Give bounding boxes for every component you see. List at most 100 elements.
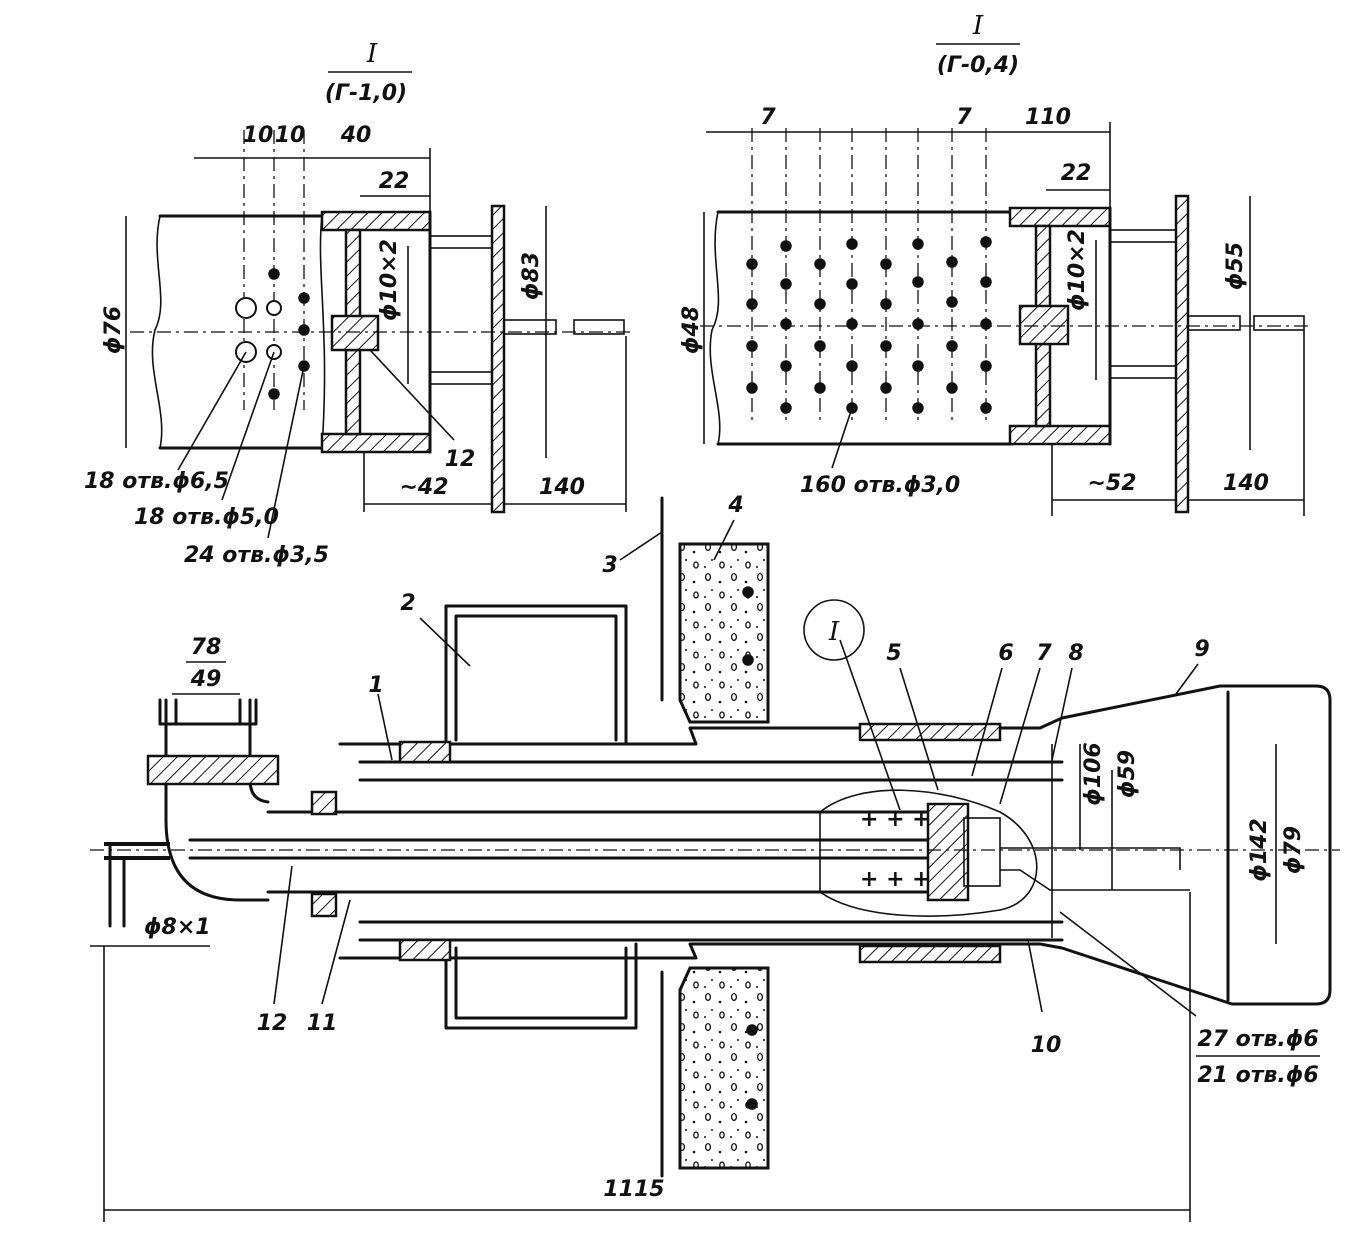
leader-11 [321, 899, 351, 1005]
g04-rod-top [1109, 229, 1177, 243]
g04-inner-wall-bottom [1034, 342, 1052, 428]
g10-cap-bottom [320, 432, 432, 454]
callout-11: 11 [307, 1011, 338, 1036]
g10-dim-slot: ϕ10×2 [377, 239, 402, 321]
gland-bottom [398, 938, 452, 962]
anchor-mark [742, 586, 754, 598]
g10-model-label: (Г-1,0) [325, 81, 407, 106]
g10-leader-12 [369, 349, 455, 441]
leader-4 [713, 519, 735, 561]
dim-142: ϕ142 [1247, 818, 1272, 881]
g04-hole-grid [746, 236, 992, 414]
leader-2 [419, 617, 471, 667]
g10-rod-top [429, 235, 493, 249]
anchor-mark [742, 654, 754, 666]
leader-12 [273, 865, 293, 1005]
g04-cap-top [1008, 206, 1112, 228]
g04-dim-110: 110 [1025, 105, 1071, 130]
g04-dim-52: ~52 [1087, 471, 1136, 496]
callout-3: 3 [602, 553, 617, 578]
nozzle-dim-denominator: 49 [190, 667, 222, 692]
dim-106: ϕ106 [1081, 742, 1106, 805]
g10-hole-small [268, 268, 280, 280]
nozzle-holder [926, 802, 970, 902]
outer-casing [338, 684, 1332, 1006]
ignition-line [1000, 869, 1190, 891]
holes-numerator: 27 отв.ϕ6 [1197, 1027, 1318, 1052]
g10-spindle-end [573, 319, 625, 335]
callout-12: 12 [257, 1011, 288, 1036]
leader-detail-i [839, 639, 901, 811]
g10-spindle [503, 319, 557, 335]
g10-dim-22: 22 [379, 169, 410, 194]
holes-denominator: 21 отв.ϕ6 [1197, 1063, 1318, 1088]
g04-nozzle-insert [1018, 304, 1070, 346]
callout-1: 1 [368, 673, 383, 698]
g10-holes-label-3: 24 отв.ϕ3,5 [184, 543, 329, 568]
g10-hole-mid [266, 300, 282, 316]
leader-1 [377, 693, 393, 761]
nozzle-dim-numerator: 78 [191, 635, 222, 660]
leader-5 [899, 667, 939, 791]
callout-4: 4 [727, 493, 743, 518]
insulation-bottom [678, 966, 770, 1170]
g10-cap-top [320, 210, 432, 232]
g04-tube-outline [716, 210, 1014, 446]
callout-5: 5 [886, 641, 901, 666]
g10-leader-3 [267, 365, 305, 539]
leader-7 [999, 667, 1041, 805]
tie-rod-top [358, 760, 1064, 782]
elbow-outer [164, 698, 270, 902]
g10-dim-140: 140 [539, 475, 585, 500]
callout-7: 7 [1036, 641, 1052, 666]
g10-section-mark: I [366, 39, 378, 69]
g04-model-label: (Г-0,4) [937, 53, 1019, 78]
elbow-flange-top [310, 790, 338, 816]
g10-dim-pitch-a: 10 [243, 123, 274, 148]
g04-dim-48: ϕ48 [679, 306, 704, 354]
elbow-flange-bottom [310, 892, 338, 918]
overall-dim: 1115 [603, 1177, 664, 1202]
leader-holes [1059, 911, 1197, 1017]
dim-59: ϕ59 [1115, 750, 1140, 798]
insulation-top [678, 542, 770, 724]
leader-3 [619, 531, 663, 561]
g10-hole-large [235, 297, 257, 319]
g04-leader [831, 407, 853, 469]
air-box-top [444, 604, 628, 746]
g10-hole-small [298, 292, 310, 304]
g10-holes-label-2: 18 отв.ϕ5,0 [134, 505, 279, 530]
g10-break-line-2 [319, 215, 326, 449]
callout-10: 10 [1031, 1033, 1062, 1058]
g10-inner-wall-bottom [344, 348, 362, 436]
g10-dim-pitch-b: 10 [275, 123, 306, 148]
plus-mark: + + + [860, 867, 931, 892]
g04-flange [1174, 194, 1190, 514]
g04-dim-55: ϕ55 [1223, 242, 1248, 290]
g10-part-12: 12 [445, 447, 476, 472]
union-nut [146, 754, 280, 786]
pilot-line [1000, 847, 1181, 870]
g04-spindle-end [1253, 315, 1305, 331]
casing-band-top [858, 722, 1002, 742]
inner-pipe [188, 838, 942, 860]
pilot-pipe-down [108, 842, 126, 928]
main-assembly: + + + + + + 1 2 3 4 5 6 [90, 493, 1340, 1222]
anchor-mark [746, 1024, 758, 1036]
g10-flange [490, 204, 506, 514]
g10-dim-40: 40 [340, 123, 372, 148]
g10-dim-76: ϕ76 [101, 306, 126, 354]
air-box-top-inner [454, 614, 618, 742]
callout-8: 8 [1068, 641, 1083, 666]
detail-i-label: I [828, 617, 840, 647]
air-box-bottom [444, 942, 638, 1030]
callout-6: 6 [998, 641, 1013, 666]
g10-leader-1 [177, 351, 247, 471]
g04-spindle [1187, 315, 1241, 331]
gas-tube [266, 810, 934, 894]
casing-band-bottom [858, 944, 1002, 964]
g10-break-line [151, 215, 163, 449]
dim-79: ϕ79 [1281, 826, 1306, 874]
callout-2: 2 [400, 591, 415, 616]
